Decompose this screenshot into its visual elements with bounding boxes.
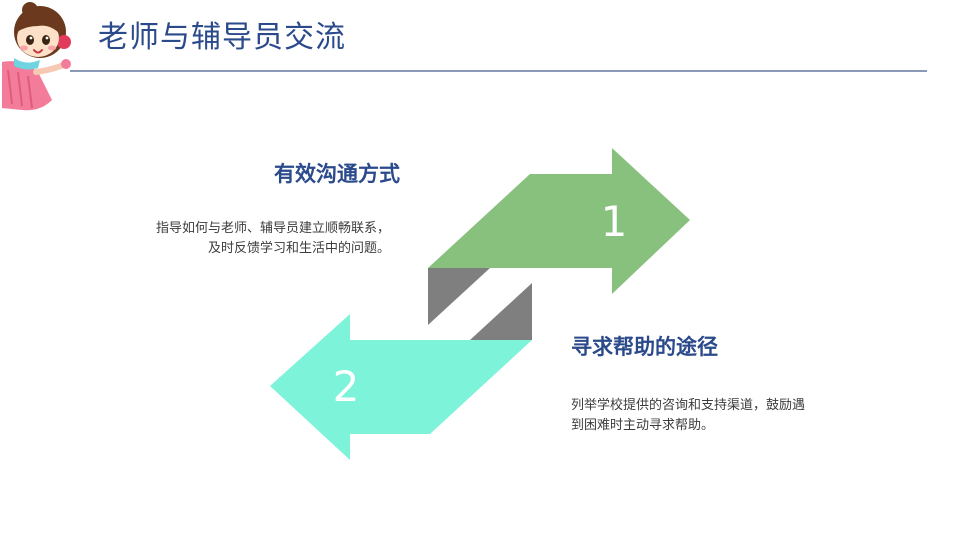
section-2-description: 列举学校提供的咨询和支持渠道，鼓励遇 到困难时主动寻求帮助。 — [571, 396, 871, 436]
arrow-2-fold-shadow — [470, 283, 532, 340]
arrow-2 — [270, 314, 532, 460]
section-1-description-line: 指导如何与老师、辅导员建立顺畅联系， — [155, 221, 390, 236]
arrow-1-fold-shadow — [428, 268, 490, 325]
section-2-heading: 寻求帮助的途径 — [571, 335, 718, 359]
arrow-2-number: 2 — [333, 362, 360, 411]
arrow-1 — [428, 148, 690, 294]
title-divider — [70, 70, 927, 72]
section-1-description-line: 及时反馈学习和生活中的问题。 — [207, 241, 390, 256]
cartoon-girl-mascot-icon — [2, 2, 71, 111]
section-2-description-line: 到困难时主动寻求帮助。 — [571, 418, 715, 433]
arrow-1-number: 1 — [601, 197, 628, 246]
section-1-heading: 有效沟通方式 — [274, 162, 400, 186]
section-2-description-line: 列举学校提供的咨询和支持渠道，鼓励遇 — [571, 398, 806, 413]
page-title: 老师与辅导员交流 — [98, 20, 346, 55]
section-1-description: 指导如何与老师、辅导员建立顺畅联系， 及时反馈学习和生活中的问题。 — [90, 219, 390, 259]
